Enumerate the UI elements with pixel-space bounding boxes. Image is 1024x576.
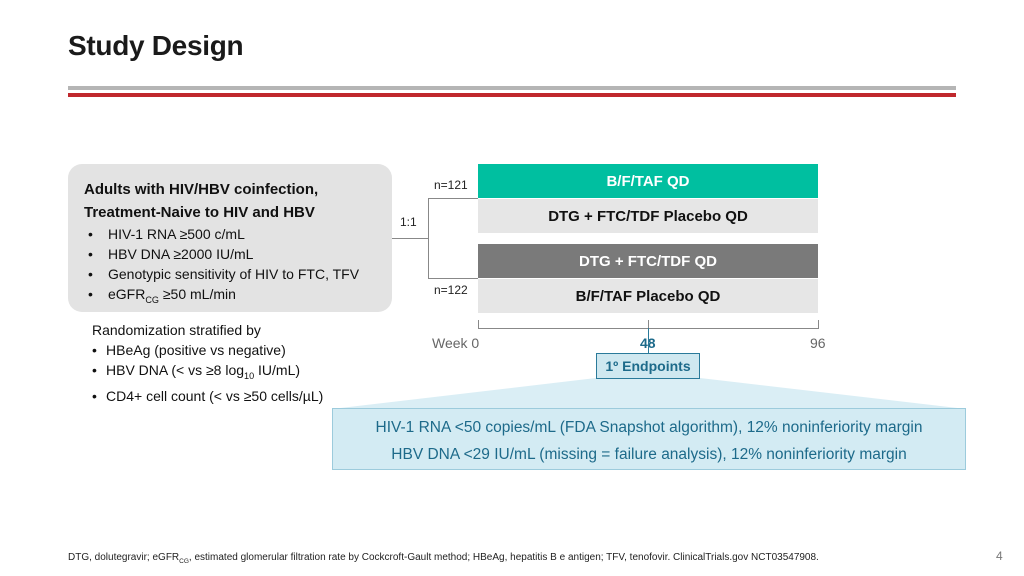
randomization-branch-top [428,198,478,199]
arm1-placebo-bar: DTG + FTC/TDF Placebo QD [478,199,818,233]
population-heading: Adults with HIV/HBV coinfection, Treatme… [84,178,384,224]
arm2-n-label: n=122 [434,283,468,297]
arm1-active-bar: B/F/TAF QD [478,164,818,198]
arm2-active-bar: DTG + FTC/TDF QD [478,244,818,278]
strat-item-hbeag: HBeAg (positive vs negative) [92,340,323,360]
population-heading-line1: Adults with HIV/HBV coinfection, [84,181,319,198]
title-rule-red [68,93,956,97]
tick-week0 [478,320,479,328]
population-heading-line2: Treatment-Naive to HIV and HBV [84,204,315,221]
arm2-placebo-label: B/F/TAF Placebo QD [575,287,721,305]
criterion-hiv-rna: HIV-1 RNA ≥500 c/mL [88,224,359,244]
endpoint-hiv: HIV-1 RNA <50 copies/mL (FDA Snapshot al… [375,419,923,436]
footnote-part1: DTG, dolutegravir; eGFR [68,552,180,563]
strat-item-cd4: CD4+ cell count (< vs ≥50 cells/µL) [92,386,323,406]
randomization-bracket-vertical [428,198,429,278]
footnote-subscript: CG [179,558,189,565]
primary-endpoints-label: 1º Endpoints [596,353,700,379]
week96-label: 96 [810,335,826,351]
egfr-subscript: CG [145,294,159,305]
arm1-n-label: n=121 [434,178,468,192]
endpoint-hbv: HBV DNA <29 IU/mL (missing = failure ana… [391,446,907,463]
page-title: Study Design [68,30,244,61]
tick-week96 [818,320,819,328]
egfr-suffix: ≥50 mL/min [158,286,236,302]
arm2-placebo-bar: B/F/TAF Placebo QD [478,279,818,313]
randomization-stem [392,238,428,239]
strat-hbv-suffix: IU/mL) [254,362,301,378]
stratification-heading: Randomization stratified by [92,322,261,338]
strat-hbv-subscript: 10 [244,370,255,381]
arm1-active-label: B/F/TAF QD [606,172,690,190]
footnote-part2: , estimated glomerular filtration rate b… [188,552,819,563]
week48-label: 48 [640,335,656,351]
week0-label: Week 0 [432,335,480,351]
egfr-prefix: eGFR [108,286,146,302]
week48-connector [648,328,649,353]
arm2-active-label: DTG + FTC/TDF QD [579,252,717,270]
criterion-egfr: eGFRCG ≥50 mL/min [88,284,359,310]
criterion-genotypic: Genotypic sensitivity of HIV to FTC, TFV [88,264,359,284]
strat-item-hbv-dna: HBV DNA (< vs ≥8 log10 IU/mL) [92,360,323,386]
arm1-placebo-label: DTG + FTC/TDF Placebo QD [548,207,748,225]
page-number: 4 [996,549,1003,563]
randomization-ratio: 1:1 [400,215,417,229]
stratification-block: Randomization stratified by HBeAg (posit… [92,320,323,406]
tick-week48 [648,320,649,328]
title-rule-grey [68,86,956,90]
primary-endpoints-box: HIV-1 RNA <50 copies/mL (FDA Snapshot al… [332,408,966,470]
strat-hbv-prefix: HBV DNA (< vs ≥8 log [106,362,245,378]
inclusion-criteria-list: HIV-1 RNA ≥500 c/mL HBV DNA ≥2000 IU/mL … [88,224,359,310]
criterion-hbv-dna: HBV DNA ≥2000 IU/mL [88,244,359,264]
randomization-branch-bottom [428,278,478,279]
footnote: DTG, dolutegravir; eGFRCG, estimated glo… [68,552,819,565]
